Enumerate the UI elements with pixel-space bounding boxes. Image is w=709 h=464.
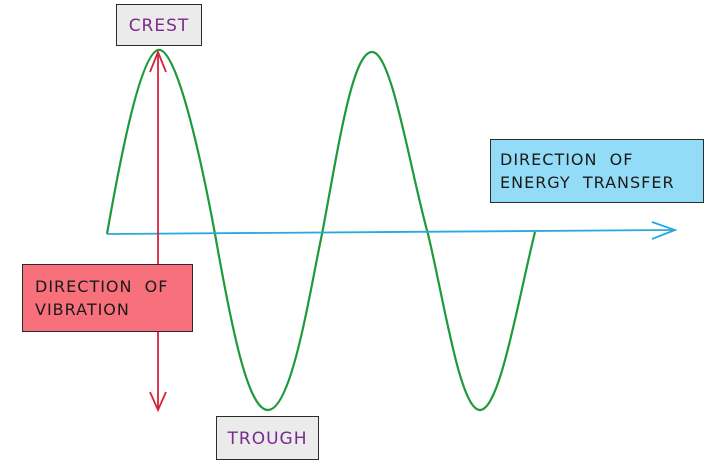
- vibration-arrowhead-top: [149, 49, 167, 73]
- trough-label: TROUGH: [216, 416, 319, 460]
- trough-text: TROUGH: [227, 429, 308, 449]
- vibration-arrowhead-bottom: [149, 391, 167, 413]
- direction-of-vibration-label: DIRECTION OF VIBRATION: [22, 264, 193, 332]
- energy-label-line1: DIRECTION OF: [500, 150, 634, 169]
- direction-of-energy-transfer-label: DIRECTION OF ENERGY TRANSFER: [490, 139, 704, 203]
- vibration-label-line2: VIBRATION: [35, 300, 130, 320]
- wave-curve: [105, 48, 537, 412]
- crest-text: CREST: [128, 16, 190, 36]
- vibration-label-line1: DIRECTION OF: [35, 277, 169, 296]
- energy-arrowhead: [651, 221, 678, 240]
- energy-label-line2: ENERGY TRANSFER: [500, 173, 675, 193]
- crest-label: CREST: [116, 4, 202, 46]
- energy-transfer-arrow: [106, 229, 676, 235]
